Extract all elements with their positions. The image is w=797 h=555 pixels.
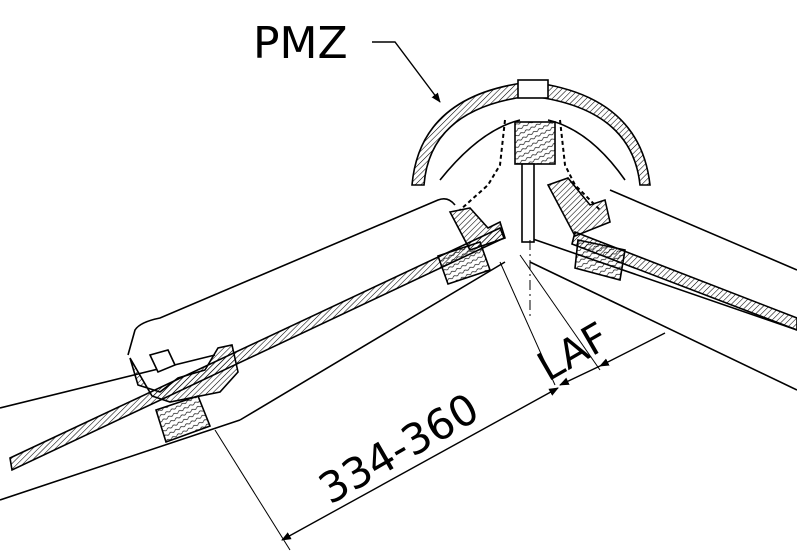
right-upper-tile-edge [609, 189, 797, 271]
left-batten-lower [155, 395, 212, 444]
left-batten-upper [436, 240, 492, 286]
laf-dimension-line-right [599, 332, 666, 367]
left-lower-tile-edge [0, 354, 216, 409]
construction-lines [214, 240, 601, 551]
spacing-dimension-line [281, 387, 559, 541]
left-rafter-underside [0, 419, 241, 501]
ridge-batten [514, 121, 556, 165]
ridge-vent-strip-right [559, 119, 601, 211]
spacing-extension-lower [214, 429, 291, 551]
right-roof-slope [529, 177, 797, 391]
left-interlock-void [148, 349, 177, 374]
laf-extension-right [519, 254, 601, 371]
left-upper-tile-outline [127, 198, 456, 356]
batten-spacing-label: 334-360 [311, 383, 487, 513]
right-tile-top-edge [529, 237, 797, 331]
left-tile-interlock [129, 344, 239, 403]
ridge-cap-top-block [517, 79, 549, 99]
ridge-cap [411, 79, 651, 243]
ridge-cap-inner-arc [439, 119, 626, 181]
laf-dimension-line-left [559, 365, 601, 386]
ridge-board [521, 163, 535, 243]
pmz-label: PMZ [253, 18, 348, 69]
laf-extension-left [499, 261, 556, 386]
ridge-cap-shell [411, 81, 651, 186]
right-ridge-tile-end [546, 177, 611, 238]
ridge-vent-strip-left [459, 119, 506, 211]
right-tile-section [571, 230, 797, 331]
right-rafter-top [529, 261, 797, 391]
dimensions [281, 41, 666, 541]
right-batten-upper [574, 239, 626, 281]
left-roof-slope [0, 198, 506, 501]
left-ridge-tile-end [448, 207, 506, 251]
pmz-leader-line [372, 41, 441, 103]
